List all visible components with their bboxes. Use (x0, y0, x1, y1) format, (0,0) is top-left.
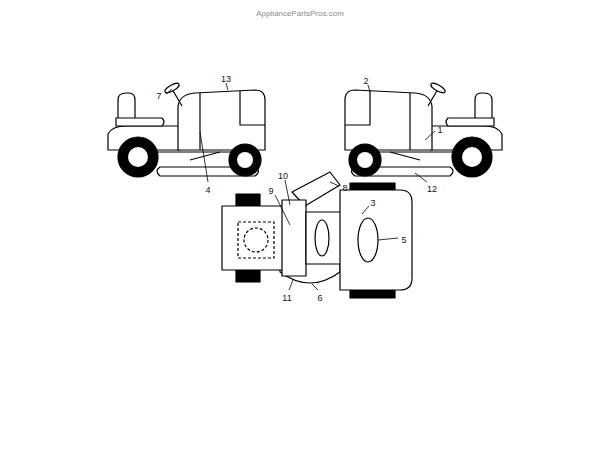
top-view (222, 172, 412, 298)
callout-wrap: 9 (268, 180, 273, 198)
callout-number: 3 (370, 198, 375, 208)
callout-number: 1 (437, 125, 442, 135)
callout-wrap: 7 (156, 85, 161, 103)
callout-wrap: 3 (370, 192, 375, 210)
callout-wrap: 12 (427, 178, 437, 196)
callout-wrap: 5 (401, 229, 406, 247)
leader-lines (166, 83, 435, 290)
callout-number: 12 (427, 184, 437, 194)
callout-number: 7 (156, 91, 161, 101)
callout-wrap: 6 (317, 287, 322, 305)
callout-number: 5 (401, 235, 406, 245)
watermark: AppliancePartsPros.com (256, 9, 344, 18)
callout-number: 4 (205, 185, 210, 195)
callout-number: 11 (282, 293, 291, 303)
callout-number: 6 (317, 293, 322, 303)
callout-wrap: 13 (221, 68, 231, 86)
callout-number: 13 (221, 74, 231, 84)
callout-number: 2 (363, 76, 368, 86)
callout-wrap: 8 (342, 177, 347, 195)
callout-wrap: 2 (363, 70, 368, 88)
watermark-wrap: AppliancePartsPros.com (256, 2, 344, 20)
callout-wrap: 11 (282, 287, 291, 305)
callout-number: 8 (342, 183, 347, 193)
side-view-left (108, 81, 265, 177)
side-view-right (345, 81, 502, 177)
callout-wrap: 10 (278, 165, 288, 183)
callout-wrap: 4 (205, 179, 210, 197)
callout-number: 9 (268, 186, 273, 196)
callout-number: 10 (278, 171, 288, 181)
callout-wrap: 1 (437, 119, 442, 137)
